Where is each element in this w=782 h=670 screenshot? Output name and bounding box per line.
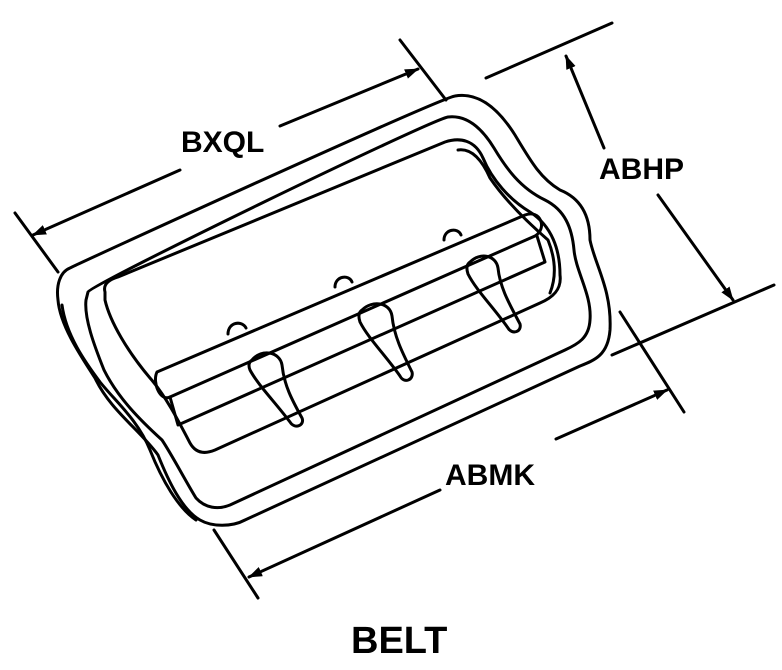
dimension-line-abmk-right xyxy=(554,388,669,441)
prong-center xyxy=(357,302,414,382)
dimension-label-abhp: ABHP xyxy=(599,153,685,186)
diagram-caption: BELT xyxy=(351,620,448,662)
pivot-nub-center xyxy=(333,275,354,289)
extension-line-bxql-right xyxy=(398,38,448,102)
extension-line-abhp-bottom xyxy=(610,283,776,357)
extension-line-abmk-left xyxy=(212,528,260,600)
dimension-line-bxql-left xyxy=(31,168,182,237)
dimension-line-abmk-left xyxy=(247,488,442,579)
extension-line-abhp-top xyxy=(484,21,614,80)
extension-line-bxql-left xyxy=(13,211,60,274)
center-bar-lower xyxy=(168,234,547,427)
buckle-frame-thickness xyxy=(60,303,198,522)
center-bar-top xyxy=(154,212,543,400)
prong-right xyxy=(465,254,522,334)
buckle-frame-inner-outline xyxy=(84,115,592,510)
pivot-nub-left xyxy=(226,321,248,336)
extension-line-abmk-right xyxy=(618,310,686,414)
dimension-line-bxql-right xyxy=(278,67,420,128)
dimension-line-abhp-bottom xyxy=(656,193,735,302)
prong-left xyxy=(247,351,305,428)
buckle-inner-opening xyxy=(103,138,562,454)
pivot-nub-right xyxy=(442,228,463,242)
dimension-line-abhp-top xyxy=(564,54,606,150)
buckle-outer-frame xyxy=(56,93,612,527)
dimension-label-abmk: ABMK xyxy=(445,459,535,492)
buckle-inner-rim xyxy=(456,148,556,295)
dimension-label-bxql: BXQL xyxy=(181,126,265,159)
